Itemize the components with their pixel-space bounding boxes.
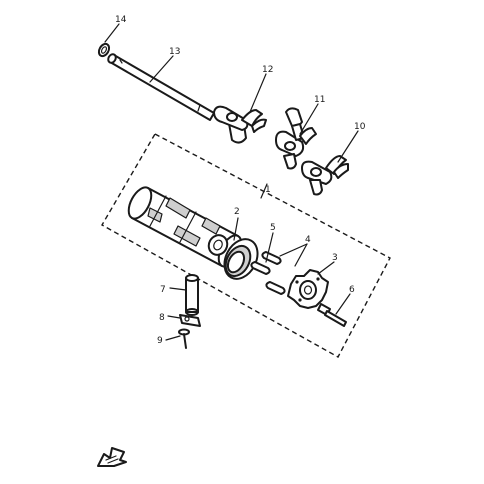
- label-part-13: 13: [169, 47, 180, 57]
- label-part-3: 3: [332, 253, 338, 263]
- leader-lines: [104, 23, 359, 341]
- segment: [287, 269, 329, 309]
- label-part-4: 4: [305, 235, 311, 245]
- label-part-2: 2: [234, 207, 240, 217]
- shift-fork-right: [301, 155, 349, 196]
- dowel-pin: [185, 274, 199, 316]
- label-part-14: 14: [115, 15, 127, 25]
- bearing: [223, 238, 259, 280]
- front-arrow-icon: [97, 447, 127, 467]
- pin-5: [250, 261, 271, 275]
- assembly-boundary: [101, 133, 391, 358]
- screw-9: [178, 328, 190, 349]
- circlip: [97, 42, 111, 58]
- label-part-8: 8: [159, 313, 165, 323]
- label-part-9: 9: [157, 336, 163, 346]
- label-part-6: 6: [349, 285, 355, 295]
- pin-4-lower: [265, 281, 286, 295]
- bolt-6: [317, 303, 347, 327]
- shift-fork-guide-bar: [107, 53, 215, 121]
- label-part-1: 1: [265, 185, 271, 195]
- label-part-12: 12: [262, 65, 273, 75]
- plate: [179, 314, 201, 327]
- pin-4-upper: [261, 251, 282, 265]
- shift-fork-left: [213, 105, 267, 144]
- label-part-7: 7: [160, 285, 166, 295]
- label-part-10: 10: [354, 122, 366, 132]
- label-part-11: 11: [314, 95, 325, 105]
- label-part-5: 5: [270, 223, 276, 233]
- shift-fork-center: [275, 107, 317, 170]
